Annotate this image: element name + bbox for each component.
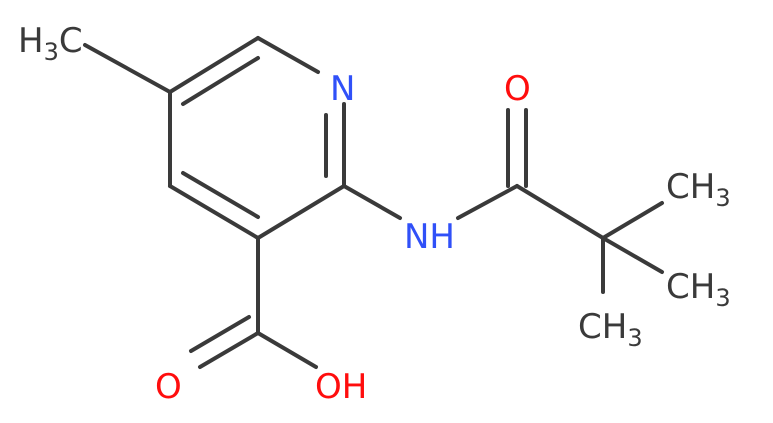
bond-c5-c6 [168, 36, 260, 94]
bond-quaternary-methyl-1 [601, 201, 664, 240]
bond-c2-c3 [256, 184, 346, 240]
bond-nh-carbonyl [456, 184, 519, 220]
bond-c3-c4-inner [181, 171, 260, 219]
bond-methyl-c5 [83, 43, 172, 94]
bond-c3-c4 [168, 184, 260, 240]
bond-acid-co-1 [198, 331, 260, 369]
atom-labels: H3C N NH O CH3 CH3 CH3 O OH [18, 21, 731, 407]
bond-c6-n1 [256, 36, 320, 74]
methyl-label-2: CH3 [666, 267, 731, 312]
bonds [83, 36, 664, 369]
bond-acid-co-2 [189, 315, 251, 353]
hydroxyl-label: OH [315, 367, 367, 407]
methyl-label-1: CH3 [666, 167, 731, 212]
bond-quaternary-methyl-2 [601, 236, 664, 274]
acid-oxygen-label: O [155, 367, 182, 407]
amide-oxygen-label: O [504, 69, 531, 109]
bond-c2-nh [342, 184, 402, 220]
methyl-label-ring: H3C [18, 21, 83, 66]
amide-nh-label: NH [404, 217, 455, 257]
methyl-label-3: CH3 [578, 307, 643, 352]
bond-c5-c6-inner [181, 56, 260, 106]
bond-carbonyl-quaternary [515, 184, 605, 240]
ring-nitrogen-label: N [330, 69, 355, 109]
bond-acid-oh [256, 331, 318, 369]
